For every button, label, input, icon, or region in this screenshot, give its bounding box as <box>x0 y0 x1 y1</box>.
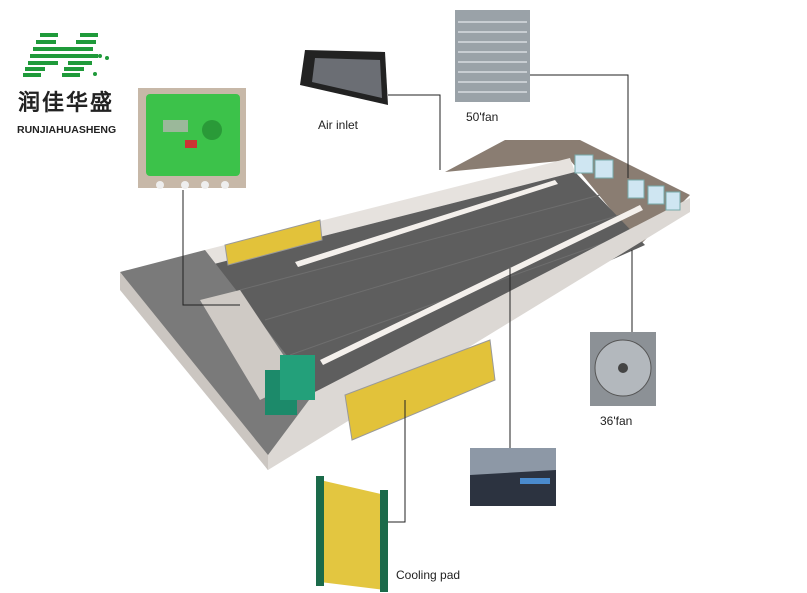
air-inlet-image <box>300 50 388 105</box>
air-inlet-label: Air inlet <box>318 118 359 132</box>
cooling-pad-image <box>316 476 388 592</box>
roof <box>445 140 690 245</box>
wall-cooling-pad <box>344 339 496 441</box>
logo-mark <box>23 33 109 77</box>
wall-cooling-pad <box>224 219 323 266</box>
controller-image <box>138 88 246 189</box>
light-strip <box>295 180 558 267</box>
logo-chinese-name: 润佳华盛 <box>18 90 115 115</box>
fan-36-label: 36'fan <box>600 414 633 428</box>
light-strip <box>320 205 643 365</box>
end-wall <box>120 272 268 470</box>
fan-50-label: 50'fan <box>466 110 499 124</box>
cooling-pad-label: Cooling pad <box>396 568 461 582</box>
logo-english-name: RUNJIAHUASHENG <box>17 124 117 136</box>
interior-photo <box>470 448 556 506</box>
leader-lines <box>182 74 633 523</box>
fan-36-image <box>590 332 656 406</box>
house-floor <box>210 172 645 392</box>
heater-unit <box>280 355 315 400</box>
fan-50-image <box>455 10 530 102</box>
tunnel-fans <box>574 154 681 211</box>
